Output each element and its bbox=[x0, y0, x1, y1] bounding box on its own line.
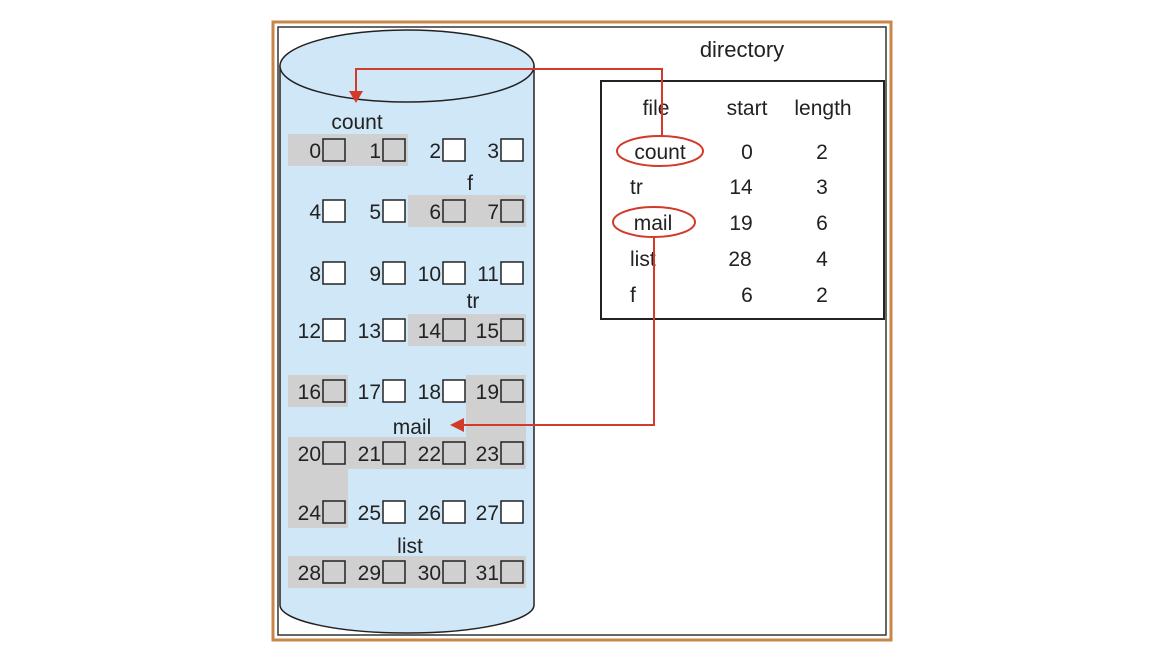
highlight-connector-20 bbox=[288, 469, 348, 496]
block-square-30 bbox=[442, 560, 466, 584]
block-number-26: 26 bbox=[418, 502, 441, 525]
disk-label-count: count bbox=[331, 111, 383, 134]
block-square-21 bbox=[382, 441, 406, 465]
block-number-10: 10 bbox=[418, 263, 441, 286]
block-number-3: 3 bbox=[487, 140, 499, 163]
block-number-16: 16 bbox=[298, 381, 321, 404]
row-mail-start: 19 bbox=[729, 212, 752, 235]
row-tr-length: 3 bbox=[816, 176, 828, 199]
block-square-23 bbox=[500, 441, 524, 465]
block-square-24 bbox=[322, 500, 346, 524]
row-f-start: 6 bbox=[741, 284, 753, 307]
disk-label-list: list bbox=[397, 535, 423, 558]
disk-label-f: f bbox=[467, 172, 473, 195]
block-number-1: 1 bbox=[369, 140, 381, 163]
block-square-10 bbox=[442, 261, 466, 285]
directory-title: directory bbox=[700, 37, 784, 62]
block-number-7: 7 bbox=[487, 201, 499, 224]
block-number-19: 19 bbox=[476, 381, 499, 404]
disk-label-tr: tr bbox=[467, 290, 480, 313]
header-start: start bbox=[727, 97, 768, 120]
block-square-5 bbox=[382, 199, 406, 223]
block-number-29: 29 bbox=[358, 562, 381, 585]
block-number-9: 9 bbox=[369, 263, 381, 286]
block-square-7 bbox=[500, 199, 524, 223]
block-number-22: 22 bbox=[418, 443, 441, 466]
block-number-17: 17 bbox=[358, 381, 381, 404]
block-number-28: 28 bbox=[298, 562, 321, 585]
block-square-13 bbox=[382, 318, 406, 342]
block-square-9 bbox=[382, 261, 406, 285]
inner-frame bbox=[277, 26, 887, 636]
cylinder-top bbox=[279, 29, 535, 103]
block-square-17 bbox=[382, 379, 406, 403]
disk-label-mail: mail bbox=[393, 416, 432, 439]
block-number-24: 24 bbox=[298, 502, 322, 525]
block-number-2: 2 bbox=[429, 140, 441, 163]
block-square-28 bbox=[322, 560, 346, 584]
block-square-12 bbox=[322, 318, 346, 342]
block-square-4 bbox=[322, 199, 346, 223]
mail-pointer-arrow bbox=[450, 237, 655, 432]
row-count-file: count bbox=[634, 141, 686, 164]
row-list-start: 28 bbox=[728, 248, 751, 271]
row-f-file: f bbox=[630, 284, 636, 307]
block-number-18: 18 bbox=[418, 381, 441, 404]
block-square-11 bbox=[500, 261, 524, 285]
block-number-27: 27 bbox=[476, 502, 499, 525]
block-square-3 bbox=[500, 138, 524, 162]
block-number-25: 25 bbox=[358, 502, 381, 525]
block-square-31 bbox=[500, 560, 524, 584]
block-square-0 bbox=[322, 138, 346, 162]
block-square-19 bbox=[500, 379, 524, 403]
block-square-2 bbox=[442, 138, 466, 162]
row-count-start: 0 bbox=[741, 141, 753, 164]
row-tr-file: tr bbox=[630, 176, 643, 199]
block-square-25 bbox=[382, 500, 406, 524]
block-number-20: 20 bbox=[298, 443, 321, 466]
block-number-31: 31 bbox=[476, 562, 499, 585]
block-square-26 bbox=[442, 500, 466, 524]
count-pointer-arrow bbox=[349, 68, 663, 136]
block-number-6: 6 bbox=[429, 201, 441, 224]
block-square-20 bbox=[322, 441, 346, 465]
row-count-length: 2 bbox=[816, 141, 828, 164]
block-number-12: 12 bbox=[298, 320, 321, 343]
block-square-29 bbox=[382, 560, 406, 584]
block-number-13: 13 bbox=[358, 320, 381, 343]
header-length: length bbox=[794, 97, 851, 120]
block-square-16 bbox=[322, 379, 346, 403]
block-number-21: 21 bbox=[358, 443, 381, 466]
block-number-0: 0 bbox=[309, 140, 321, 163]
block-square-18 bbox=[442, 379, 466, 403]
block-number-15: 15 bbox=[476, 320, 499, 343]
block-number-5: 5 bbox=[369, 201, 381, 224]
row-mail-length: 6 bbox=[816, 212, 828, 235]
block-square-6 bbox=[442, 199, 466, 223]
block-number-4: 4 bbox=[309, 201, 321, 224]
block-square-27 bbox=[500, 500, 524, 524]
block-square-14 bbox=[442, 318, 466, 342]
block-number-30: 30 bbox=[418, 562, 441, 585]
row-list-length: 4 bbox=[816, 248, 828, 271]
block-number-8: 8 bbox=[309, 263, 321, 286]
row-tr-start: 14 bbox=[729, 176, 753, 199]
block-square-15 bbox=[500, 318, 524, 342]
directory-box bbox=[600, 80, 885, 320]
row-list-file: list bbox=[630, 248, 656, 271]
block-number-23: 23 bbox=[476, 443, 499, 466]
row-mail-file: mail bbox=[634, 212, 673, 235]
header-file: file bbox=[643, 97, 670, 120]
directory-table: file start length count 0 2 tr 14 3 mail… bbox=[600, 80, 885, 320]
block-number-11: 11 bbox=[477, 263, 499, 286]
block-number-14: 14 bbox=[418, 320, 442, 343]
block-square-22 bbox=[442, 441, 466, 465]
highlight-connector-19 bbox=[466, 407, 526, 437]
count-circle bbox=[616, 135, 704, 167]
block-square-1 bbox=[382, 138, 406, 162]
block-square-8 bbox=[322, 261, 346, 285]
row-f-length: 2 bbox=[816, 284, 828, 307]
